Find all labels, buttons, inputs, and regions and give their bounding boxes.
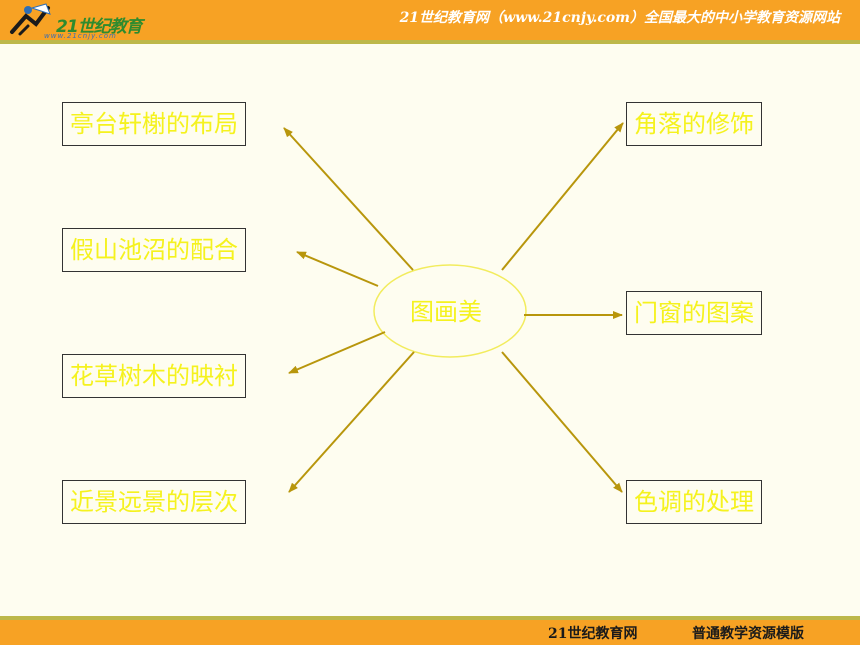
arrow-to-right-3	[501, 351, 623, 493]
footer-bar: 21世纪教育网 普通教学资源模版	[0, 620, 860, 645]
header-slogan: 21世纪教育网（www.21cnjy.com）全国最大的中小学教育资源网站	[399, 10, 840, 26]
logo-subtext: www.21cnjy.com	[44, 32, 117, 40]
center-node: 图画美	[410, 298, 482, 326]
left-node-rockery: 假山池沼的配合	[62, 228, 246, 272]
right-node-windows: 门窗的图案	[626, 291, 762, 335]
header-stripe	[0, 40, 860, 44]
footer-site-name: 21世纪教育网	[548, 626, 638, 642]
arrow-to-right-1	[501, 122, 624, 271]
footer-stripe	[0, 616, 860, 620]
arrow-to-left-1	[283, 127, 414, 271]
logo: 21世纪教育 www.21cnjy.com	[6, 2, 186, 44]
right-node-corners: 角落的修饰	[626, 102, 762, 146]
arrow-to-left-3	[288, 331, 386, 374]
footer-template-name: 普通教学资源模版	[692, 626, 804, 642]
right-node-colors: 色调的处理	[626, 480, 762, 524]
arrow-to-left-2	[296, 251, 379, 287]
left-node-layers: 近景远景的层次	[62, 480, 246, 524]
arrow-to-left-4	[288, 351, 415, 493]
logo-figure-icon	[10, 3, 51, 36]
left-node-layout: 亭台轩榭的布局	[62, 102, 246, 146]
logo-text: 21世纪教育	[56, 17, 143, 37]
center-ellipse	[373, 264, 527, 358]
header-bar: 21世纪教育 www.21cnjy.com 21世纪教育网（www.21cnjy…	[0, 0, 860, 44]
left-node-plants: 花草树木的映衬	[62, 354, 246, 398]
